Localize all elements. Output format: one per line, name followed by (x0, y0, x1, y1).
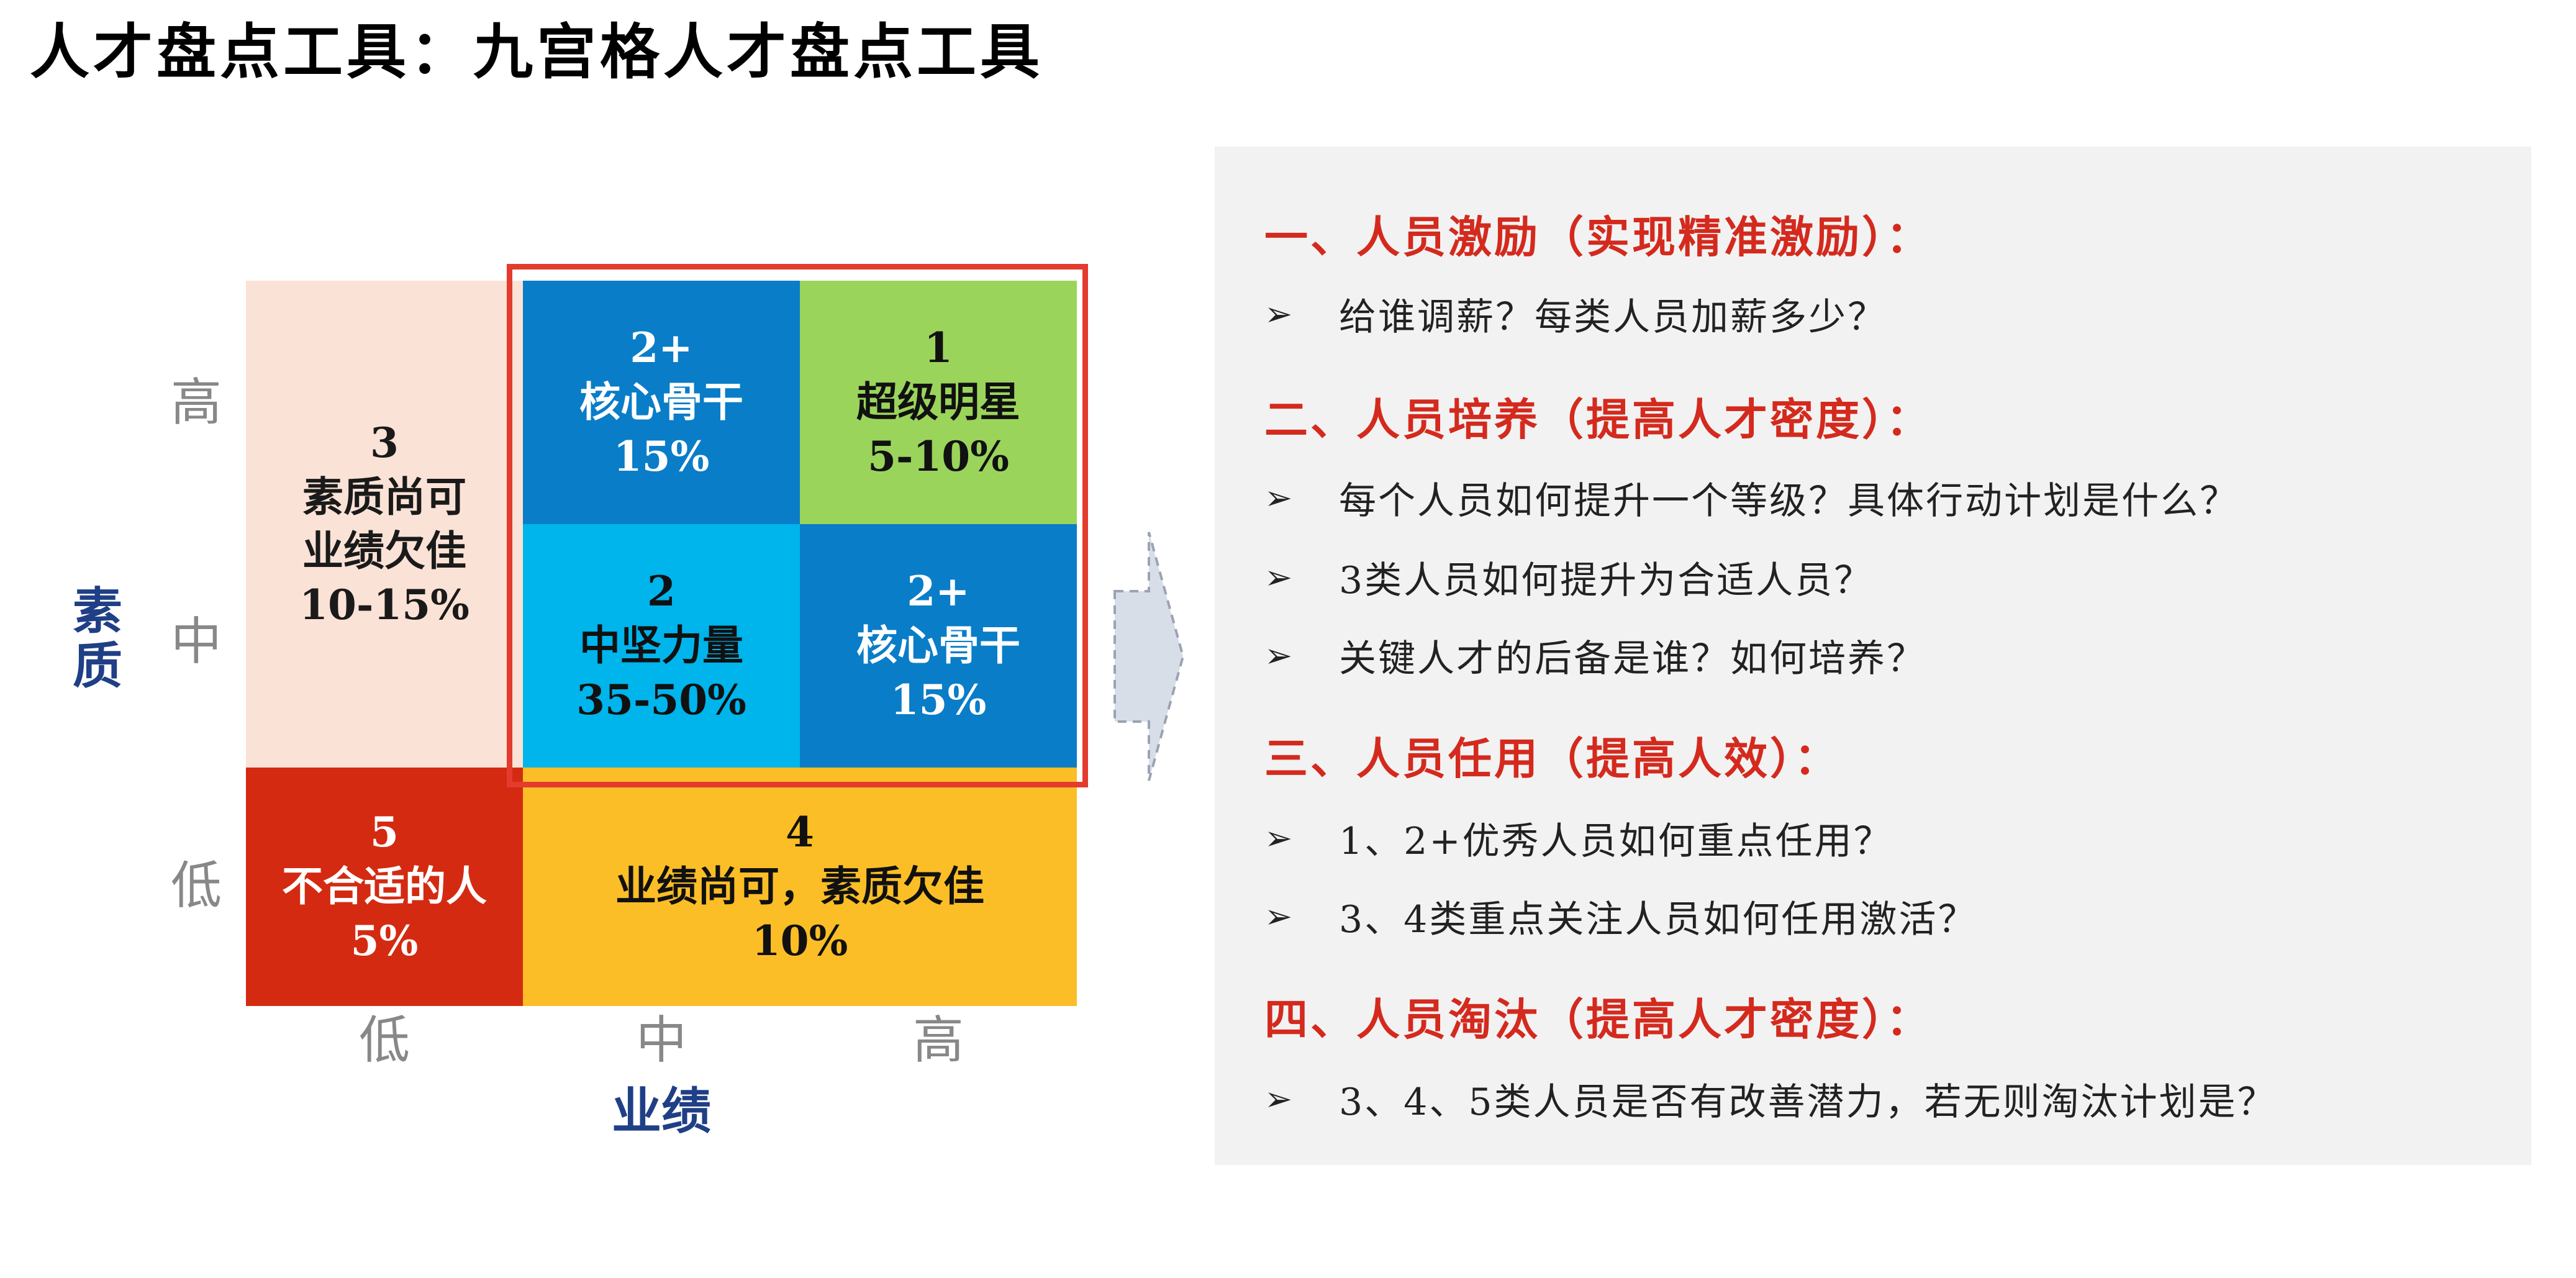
y-tick-high: 高 (170, 373, 222, 432)
arrow-bullet-icon: ➢ (1264, 294, 1295, 333)
bullet-item: ➢ 1、2+优秀人员如何重点任用？ (1264, 811, 1893, 865)
cell-3-line2: 业绩欠佳 (302, 527, 466, 575)
bullet-item: ➢ 每个人员如何提升一个等级？具体行动计划是什么？ (1264, 471, 2239, 525)
y-axis-name: 素 质 (70, 584, 125, 693)
section-heading-deployment: 三、人员任用（提高人效）： (1264, 733, 1840, 784)
cell-1-super-star: 1 超级明星 5-10% (800, 281, 1077, 524)
section-heading-elimination: 四、人员淘汰（提高人才密度）： (1264, 994, 1932, 1045)
arrow-bullet-icon: ➢ (1264, 1079, 1295, 1118)
page-title: 人才盘点工具：九宫格人才盘点工具 (30, 17, 1043, 87)
cell-4-label: 业绩尚可，素质欠佳 (615, 862, 984, 911)
y-tick-mid: 中 (170, 612, 222, 671)
arrow-bullet-icon: ➢ (1264, 897, 1295, 936)
cell-1-label: 超级明星 (856, 378, 1020, 427)
cell-1-number: 1 (924, 324, 953, 373)
bullet-item: ➢ 3、4类重点关注人员如何任用激活？ (1264, 889, 1977, 943)
cell-2plus-core-backbone-mid: 2+ 核心骨干 15% (800, 524, 1077, 768)
bullet-item: ➢ 3类人员如何提升为合适人员？ (1264, 550, 1873, 604)
bullet-item: ➢ 给谁调薪？每类人员加薪多少？ (1264, 287, 1887, 341)
cell-3-percent: 10-15% (299, 581, 469, 630)
bullet-text: 给谁调薪？每类人员加薪多少？ (1339, 296, 1887, 339)
cell-2plus-mid-number: 2+ (907, 567, 970, 616)
cell-2plus-top-number: 2+ (630, 324, 693, 373)
arrow-bullet-icon: ➢ (1264, 558, 1295, 597)
cell-2plus-top-label: 核心骨干 (579, 378, 743, 427)
section-heading-incentive: 一、人员激励（实现精准激励）： (1264, 211, 1932, 263)
cell-2plus-mid-label: 核心骨干 (856, 621, 1020, 670)
cell-2plus-top-percent: 15% (613, 432, 710, 481)
bullet-item: ➢ 3、4、5类人员是否有改善潜力，若无则淘汰计划是？ (1264, 1072, 2277, 1126)
cell-5-unfit: 5 不合适的人 5% (246, 768, 523, 1006)
y-axis-name-line2: 质 (73, 637, 122, 695)
cell-4-number: 4 (786, 808, 814, 857)
bullet-text: 3、4类重点关注人员如何任用激活？ (1339, 898, 1977, 941)
cell-2-core-strength: 2 中坚力量 35-50% (523, 524, 800, 768)
bullet-text: 3、4、5类人员是否有改善潜力，若无则淘汰计划是？ (1339, 1081, 2277, 1124)
bullet-item: ➢ 关键人才的后备是谁？如何培养？ (1264, 628, 1926, 682)
x-axis-name: 业绩 (612, 1082, 711, 1140)
highlight-frame (507, 264, 1088, 787)
bullet-text: 每个人员如何提升一个等级？具体行动计划是什么？ (1339, 479, 2239, 523)
right-arrow-icon (1113, 532, 1185, 781)
y-tick-low: 低 (170, 856, 222, 915)
x-tick-low: 低 (358, 1011, 410, 1070)
section-heading-training: 二、人员培养（提高人才密度）： (1264, 394, 1932, 445)
cell-2-number: 2 (647, 567, 676, 616)
cell-2-label: 中坚力量 (579, 621, 743, 670)
cell-2plus-mid-percent: 15% (890, 675, 987, 724)
action-panel: 一、人员激励（实现精准激励）： ➢ 给谁调薪？每类人员加薪多少？ 二、人员培养（… (1215, 147, 2531, 1165)
cell-2-percent: 35-50% (576, 675, 746, 724)
cell-5-number: 5 (370, 808, 399, 857)
cell-4-percent: 10% (751, 916, 848, 965)
cell-5-label: 不合适的人 (282, 862, 487, 911)
y-axis-name-line1: 素 (73, 582, 122, 640)
cell-3-quality-ok-performance-poor: 3 素质尚可 业绩欠佳 10-15% (246, 281, 523, 768)
arrow-bullet-icon: ➢ (1264, 818, 1295, 858)
cell-1-percent: 5-10% (868, 432, 1009, 481)
cell-3-line1: 素质尚可 (302, 472, 466, 521)
arrow-bullet-icon: ➢ (1264, 478, 1295, 517)
x-tick-high: 高 (912, 1011, 964, 1070)
cell-4-performance-ok-quality-poor: 4 业绩尚可，素质欠佳 10% (523, 768, 1077, 1006)
arrow-bullet-icon: ➢ (1264, 636, 1295, 675)
x-tick-mid: 中 (635, 1011, 687, 1070)
bullet-text: 关键人才的后备是谁？如何培养？ (1339, 637, 1926, 681)
cell-2plus-core-backbone-top: 2+ 核心骨干 15% (523, 281, 800, 524)
cell-5-percent: 5% (350, 916, 419, 965)
cell-3-number: 3 (370, 418, 399, 467)
bullet-text: 1、2+优秀人员如何重点任用？ (1339, 820, 1893, 863)
bullet-text: 3类人员如何提升为合适人员？ (1339, 559, 1874, 602)
